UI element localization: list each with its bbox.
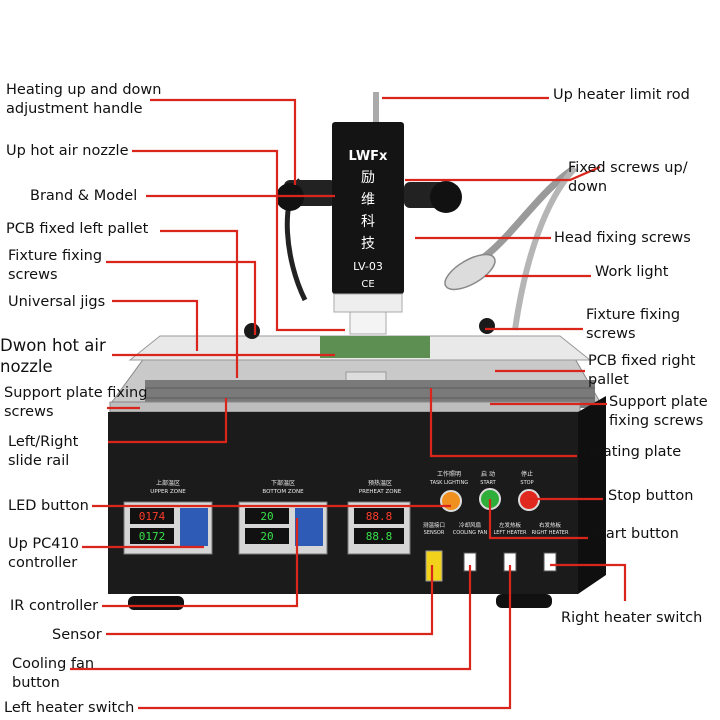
label-limit-rod: Up heater limit rod xyxy=(553,87,690,103)
label-fixture-screws-right: Fixture fixing screws xyxy=(586,307,681,342)
start-label: START xyxy=(480,480,496,486)
sensor-port[interactable] xyxy=(425,550,443,582)
label-up-controller: Up PC410 controller xyxy=(8,536,79,571)
leader-ir-controller xyxy=(102,518,299,608)
head-ce: CE xyxy=(361,279,374,290)
label-heating-handle: Heating up and down adjustment handle xyxy=(6,82,162,117)
sensor-label: SENSOR xyxy=(424,530,445,536)
up-nozzle xyxy=(349,311,387,335)
leader-heating-plate xyxy=(429,388,577,458)
head-char-3: 科 xyxy=(361,214,375,230)
preheat-display-1: 88.8 xyxy=(366,510,393,523)
leader-slide-rail xyxy=(108,398,228,444)
label-fixed-screws-updown: Fixed screws up/ down xyxy=(568,160,688,195)
ir-display-1: 20 xyxy=(260,510,273,523)
preheat-display-2: 88.8 xyxy=(366,530,393,543)
leader-right-heater xyxy=(550,563,627,601)
work-light-head xyxy=(444,253,496,291)
leader-universal-jigs xyxy=(112,299,199,351)
right-fixture-screw xyxy=(479,318,495,334)
fan-label: COOLING FAN xyxy=(453,530,488,536)
limit-rod xyxy=(373,92,379,124)
upper-display-1: 0174 xyxy=(139,510,166,523)
label-pcb-left-pallet: PCB fixed left pallet xyxy=(6,221,149,237)
head-char-4: 技 xyxy=(361,236,375,252)
rheat-label: RIGHT HEATER xyxy=(532,530,569,536)
fan-label-cn: 冷却风扇 xyxy=(459,521,481,529)
leader-up-nozzle xyxy=(132,149,345,332)
label-head-screws: Head fixing screws xyxy=(554,230,691,246)
label-up-nozzle: Up hot air nozzle xyxy=(6,143,129,159)
head-logo: LWFx xyxy=(349,149,388,164)
leader-pcb-left xyxy=(160,229,239,378)
label-start-button: Start button xyxy=(591,526,679,542)
head-model: LV-03 xyxy=(353,260,383,273)
label-pcb-right-pallet: PCB fixed right pallet xyxy=(588,353,696,388)
foot-right xyxy=(496,594,552,608)
foot-left xyxy=(128,596,184,610)
leader-fixture-left xyxy=(106,260,257,335)
right-heater-switch[interactable] xyxy=(543,552,557,572)
label-stop-button: Stop button xyxy=(608,488,694,504)
gooseneck-arm xyxy=(477,165,577,263)
head-char-2: 维 xyxy=(361,192,375,208)
label-right-heater-switch: Right heater switch xyxy=(561,610,703,626)
label-work-light: Work light xyxy=(595,264,669,280)
heater-head xyxy=(332,122,404,294)
preheat-zone-cn: 预热温区 xyxy=(368,479,392,487)
sensor-label-cn: 测温接口 xyxy=(423,521,445,529)
nozzle-collar xyxy=(333,293,403,313)
start-label-cn: 启 动 xyxy=(481,470,495,478)
label-led-button: LED button xyxy=(8,498,89,514)
right-knob xyxy=(430,181,462,213)
label-left-heater-switch: Left heater switch xyxy=(4,700,135,716)
stop-label-cn: 停止 xyxy=(521,470,533,478)
task-label-cn: 工作照明 xyxy=(437,470,461,478)
leader-cooling-fan xyxy=(70,565,472,671)
upper-controller xyxy=(123,501,213,555)
label-support-screws-right: Support plate fixing screws xyxy=(609,394,708,429)
bottom-zone-cn: 下部温区 xyxy=(271,479,295,487)
leader-sensor xyxy=(106,565,434,636)
ir-display-2: 20 xyxy=(260,530,273,543)
pcb xyxy=(320,336,430,358)
stop-label: STOP xyxy=(520,480,533,486)
leader-lines xyxy=(70,96,627,710)
label-ir-controller: IR controller xyxy=(10,598,99,614)
preheat-zone: PREHEAT ZONE xyxy=(359,489,402,495)
leader-left-heater xyxy=(138,565,512,710)
label-down-nozzle: Dwon hot air nozzle xyxy=(0,336,106,376)
preheat-controller xyxy=(347,501,411,555)
label-universal-jigs: Universal jigs xyxy=(8,294,106,310)
label-fixture-screws-left: Fixture fixing screws xyxy=(8,248,103,283)
led-button[interactable] xyxy=(440,490,462,512)
lheat-label-cn: 左发热板 xyxy=(499,521,522,529)
upper-zone: UPPER ZONE xyxy=(150,489,186,495)
label-heating-plate: Heating plate xyxy=(583,444,682,460)
label-support-screws-left: Support plate fixing screws xyxy=(4,385,148,420)
rheat-label-cn: 右发热板 xyxy=(539,521,562,529)
left-fixture-screw xyxy=(244,323,260,339)
bottom-zone: BOTTOM ZONE xyxy=(262,489,304,495)
task-label: TASK LIGHTING xyxy=(429,480,468,486)
upper-display-2: 0172 xyxy=(139,530,166,543)
leader-start-button xyxy=(488,499,588,540)
label-sensor: Sensor xyxy=(52,627,102,643)
head-char-1: 励 xyxy=(361,170,375,186)
label-cooling-fan: Cooling fan button xyxy=(12,656,95,691)
ir-controller xyxy=(238,501,328,555)
leader-fixed-screws xyxy=(405,165,601,182)
label-brand-model: Brand & Model xyxy=(30,188,138,204)
lheat-label: LEFT HEATER xyxy=(493,530,527,536)
label-slide-rail: Left/Right slide rail xyxy=(8,434,79,469)
machine-side xyxy=(578,396,606,594)
leader-heating-handle xyxy=(150,98,297,185)
upper-zone-cn: 上部温区 xyxy=(156,479,180,487)
